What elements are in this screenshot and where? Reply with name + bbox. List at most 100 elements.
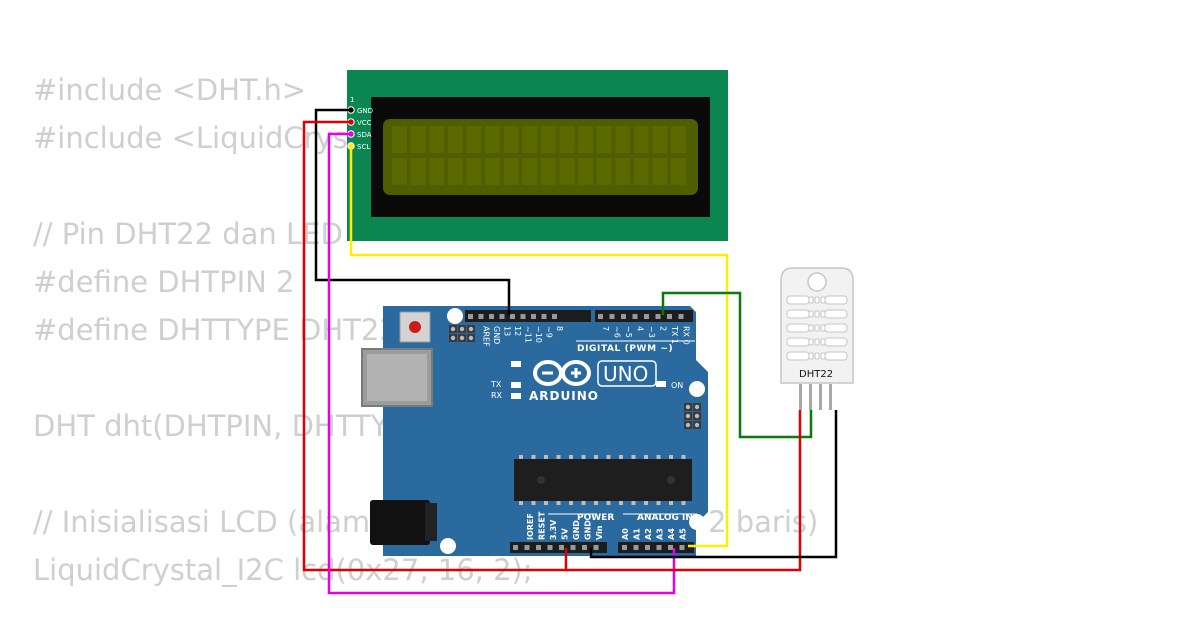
digital-pwm-label: DIGITAL (PWM ~)	[577, 344, 673, 354]
mounting-hole	[689, 514, 705, 530]
lcd-cell	[485, 158, 500, 185]
lcd-cell	[392, 126, 407, 153]
uno-badge	[597, 360, 657, 387]
reset-button-cap	[409, 321, 421, 333]
lcd-sda-wire[interactable]	[327, 132, 676, 595]
code-line: #define DHTTYPE DHT22	[33, 313, 398, 347]
lcd-cell	[540, 158, 556, 185]
dht-vcc-wire[interactable]	[566, 410, 802, 572]
lcd-cell	[633, 126, 649, 153]
digital-pin-label: TX 1	[670, 325, 679, 344]
digital-pin-label: ~10	[534, 326, 543, 343]
power-pin-label: GND	[584, 520, 593, 540]
lcd-pin-label: SDA	[357, 131, 372, 139]
lcd-pin-label: VCC	[357, 119, 372, 127]
digital-pin-label: 2	[659, 326, 668, 331]
icsp-header	[449, 325, 475, 342]
dht22-grille	[786, 295, 848, 361]
lcd-cell	[447, 126, 463, 153]
code-line: #include <DHT.h>	[33, 73, 307, 107]
lcd-cell	[392, 158, 407, 185]
digital-pin-label: ~6	[613, 326, 622, 338]
lcd-cell	[466, 158, 482, 185]
digital-pin-label: ~11	[524, 326, 533, 343]
power-header	[510, 542, 607, 553]
lcd-scl-wire[interactable]	[349, 146, 729, 548]
lcd-cell	[410, 126, 426, 153]
analog-pin-label: A2	[644, 528, 653, 540]
dht22-sensor[interactable]: DHT22	[780, 267, 854, 410]
lcd-cell	[652, 158, 668, 185]
lcd-cell	[429, 158, 445, 185]
wires	[302, 108, 838, 595]
digital-pin-label: AREF	[482, 326, 491, 347]
digital-pin-label: ~3	[647, 326, 656, 338]
led-on	[656, 381, 666, 387]
dht22-mount-hole	[807, 272, 827, 292]
lcd-cell	[596, 158, 612, 185]
power-pin-label: IOREF	[526, 513, 535, 540]
lcd-cell	[615, 158, 631, 185]
led-on-label: ON	[671, 381, 683, 390]
arduino-logo	[533, 360, 591, 386]
lcd-cell	[447, 158, 463, 185]
dc-power-jack	[370, 500, 430, 545]
icsp-header	[684, 403, 701, 429]
lcd-pin-label: GND	[357, 107, 373, 115]
power-pin-label: RESET	[538, 511, 547, 540]
digital-pin-label: RX 0	[682, 326, 691, 345]
lcd-character-cells	[392, 126, 686, 185]
analog-section-label: ANALOG IN	[637, 513, 693, 523]
lcd-cell	[559, 126, 575, 153]
digital-pin-label: ~5	[624, 326, 633, 338]
power-pin-label: 5V	[561, 527, 570, 540]
lcd-cell	[485, 126, 500, 153]
lcd-cell	[559, 158, 575, 185]
power-pin-label: GND	[572, 520, 581, 540]
lcd-cell	[429, 126, 445, 153]
mounting-hole	[440, 538, 456, 554]
led-l	[511, 361, 521, 367]
mounting-hole	[447, 308, 463, 324]
lcd-gnd-wire[interactable]	[314, 108, 511, 315]
lcd-vcc-wire[interactable]	[302, 120, 568, 572]
lcd-cell	[522, 158, 538, 185]
analog-header	[618, 542, 694, 553]
lcd-cell	[633, 158, 649, 185]
code-line: // Pin DHT22 dan LED	[33, 217, 343, 251]
analog-pin-label: A0	[621, 528, 630, 540]
lcd-cell	[578, 126, 593, 153]
lcd-cell	[596, 126, 612, 153]
led-tx	[511, 382, 521, 388]
code-line: #define DHTPIN 2	[33, 265, 295, 299]
lcd-cell	[671, 126, 686, 153]
digital-pin-label: 12	[513, 326, 522, 336]
dht-data-wire[interactable]	[661, 291, 813, 439]
digital-pin-label: 8	[555, 326, 564, 331]
digital-pin-label: GND	[492, 326, 501, 344]
analog-pin-label: A4	[667, 528, 676, 540]
usb-b-inner	[367, 354, 427, 401]
power-section-label: POWER	[577, 513, 614, 523]
uno-model-label: UNO	[603, 362, 648, 386]
power-pin-label: 3.3V	[549, 519, 558, 540]
lcd-pin-label: SCL	[357, 143, 370, 151]
dht-gnd-wire[interactable]	[589, 410, 838, 559]
digital-pin-label: ~9	[545, 326, 554, 338]
lcd-cell	[671, 158, 686, 185]
lcd-cell	[503, 126, 519, 153]
lcd-cell	[578, 158, 593, 185]
analog-pin-label: A1	[633, 528, 642, 540]
power-pin-label: Vin	[595, 525, 604, 540]
digital-pin-label: 13	[503, 326, 512, 336]
lcd-cell	[522, 126, 538, 153]
analog-pin-label: A3	[656, 528, 665, 540]
lcd-cell	[615, 126, 631, 153]
digital-pin-label: 7	[601, 326, 610, 331]
